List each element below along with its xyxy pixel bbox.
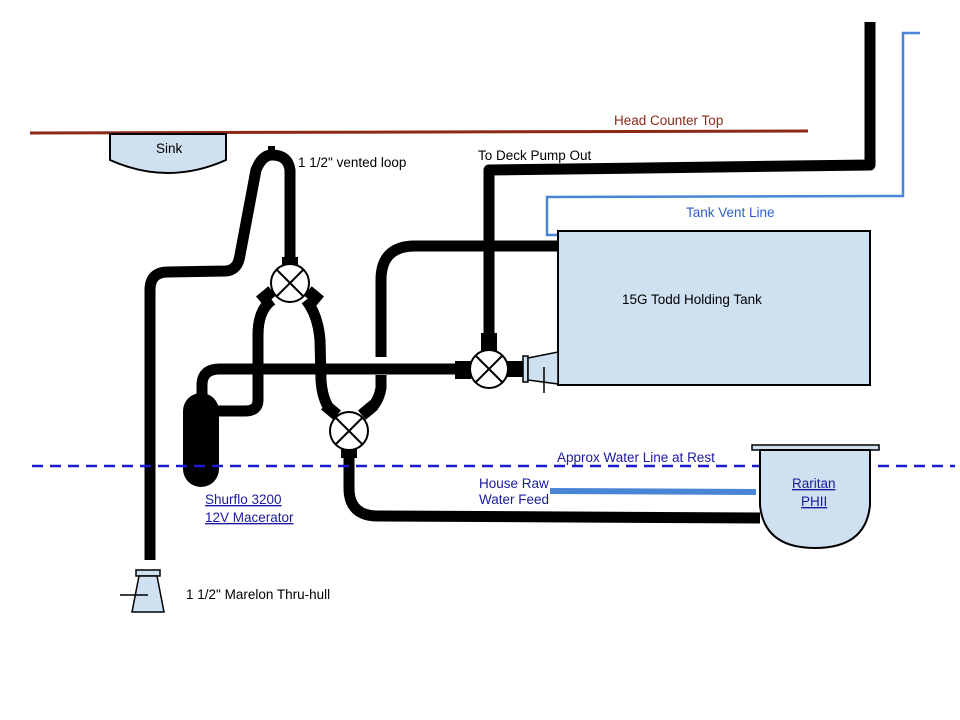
holding-tank-label: 15G Todd Holding Tank bbox=[622, 292, 762, 307]
toilet-label-1[interactable]: Raritan bbox=[792, 476, 836, 491]
tank-valve-side-right bbox=[505, 361, 525, 377]
raw-water-label-1: House Raw bbox=[479, 476, 549, 491]
tank-vent-line bbox=[545, 31, 920, 237]
vented-loop-pipe bbox=[144, 149, 296, 560]
raw-water-label-2: Water Feed bbox=[479, 492, 549, 507]
thru-hull-flange bbox=[135, 569, 161, 577]
tank-vent-label: Tank Vent Line bbox=[686, 205, 775, 220]
sink bbox=[109, 133, 227, 174]
counter-top-label: Head Counter Top bbox=[614, 113, 723, 128]
main-transfer-pipe bbox=[196, 363, 470, 405]
vented-loop-cap bbox=[268, 146, 275, 154]
upper-y-right-branch bbox=[301, 296, 335, 414]
thru-hull-label: 1 1/2" Marelon Thru-hull bbox=[186, 587, 330, 602]
sink-label: Sink bbox=[156, 141, 183, 156]
macerator-label-2[interactable]: 12V Macerator bbox=[205, 510, 294, 525]
toilet-label-2[interactable]: PHII bbox=[801, 494, 827, 509]
vented-loop-label: 1 1/2" vented loop bbox=[298, 155, 406, 170]
raw-water-feed-pipe bbox=[549, 488, 757, 495]
tank-valve-side-left bbox=[455, 361, 471, 379]
tank-valve-stem-top bbox=[481, 333, 497, 351]
deck-pump-out-label: To Deck Pump Out bbox=[478, 148, 592, 163]
toilet-bowl bbox=[759, 449, 871, 550]
tank-top-inlet-pipe bbox=[375, 240, 558, 357]
upper-y-left-branch bbox=[215, 295, 276, 417]
water-line-label: Approx Water Line at Rest bbox=[557, 450, 715, 465]
holding-tank bbox=[557, 230, 871, 386]
counter-top-line bbox=[29, 129, 809, 135]
macerator-label-1[interactable]: Shurflo 3200 bbox=[205, 492, 282, 507]
lower-y-to-toilet-pipe bbox=[343, 450, 761, 524]
macerator-pump bbox=[183, 393, 219, 487]
tank-fitting bbox=[527, 351, 559, 385]
thru-hull bbox=[131, 575, 165, 613]
deck-pump-out-pipe bbox=[483, 22, 876, 338]
